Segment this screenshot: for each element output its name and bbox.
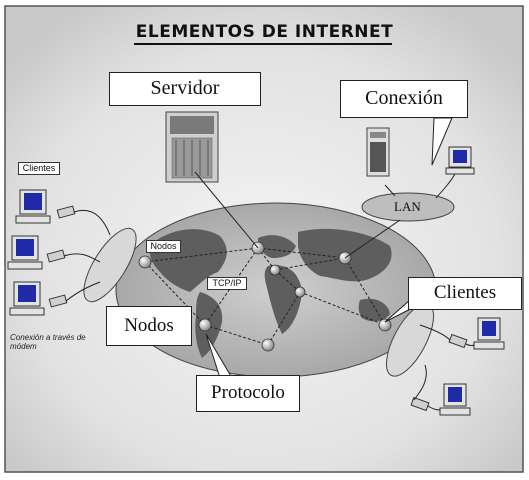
right-modems <box>410 333 468 412</box>
nodos-small-label: Nodos <box>146 240 181 253</box>
node <box>198 318 212 332</box>
diagram-title: ELEMENTOS DE INTERNET <box>135 22 394 42</box>
clientes-label: Clientes <box>408 277 522 310</box>
computer-icon <box>439 383 471 416</box>
lan-label: LAN <box>394 199 421 214</box>
protocolo-label: Protocolo <box>196 375 300 412</box>
node <box>378 318 392 332</box>
computer-icon <box>7 235 43 270</box>
title-underline <box>134 43 392 45</box>
lan-server-icon <box>366 127 390 177</box>
network-links <box>144 247 386 346</box>
node <box>138 255 152 269</box>
computer-icon <box>15 189 51 224</box>
node <box>261 338 275 352</box>
modem-connection-note: Conexión a través de módem <box>10 333 86 351</box>
lan-client-computer-icon <box>445 146 475 175</box>
servidor-label: Servidor <box>109 72 261 106</box>
computer-icon <box>473 317 505 350</box>
node <box>269 264 281 276</box>
node <box>294 286 306 298</box>
tcpip-label: TCP/IP <box>207 277 247 290</box>
left-cables <box>63 209 111 302</box>
left-modems <box>46 205 76 308</box>
right-cables <box>413 324 475 411</box>
left-client-computers <box>7 189 51 316</box>
clientes-small-label: Clientes <box>18 162 60 175</box>
lan-ellipse <box>361 192 455 222</box>
conexion-label: Conexión <box>340 80 468 118</box>
computer-icon <box>9 281 45 316</box>
nodes-group <box>138 241 392 352</box>
right-client-computers <box>439 317 505 416</box>
server-icon <box>165 111 219 183</box>
nodos-label: Nodos <box>106 306 192 346</box>
